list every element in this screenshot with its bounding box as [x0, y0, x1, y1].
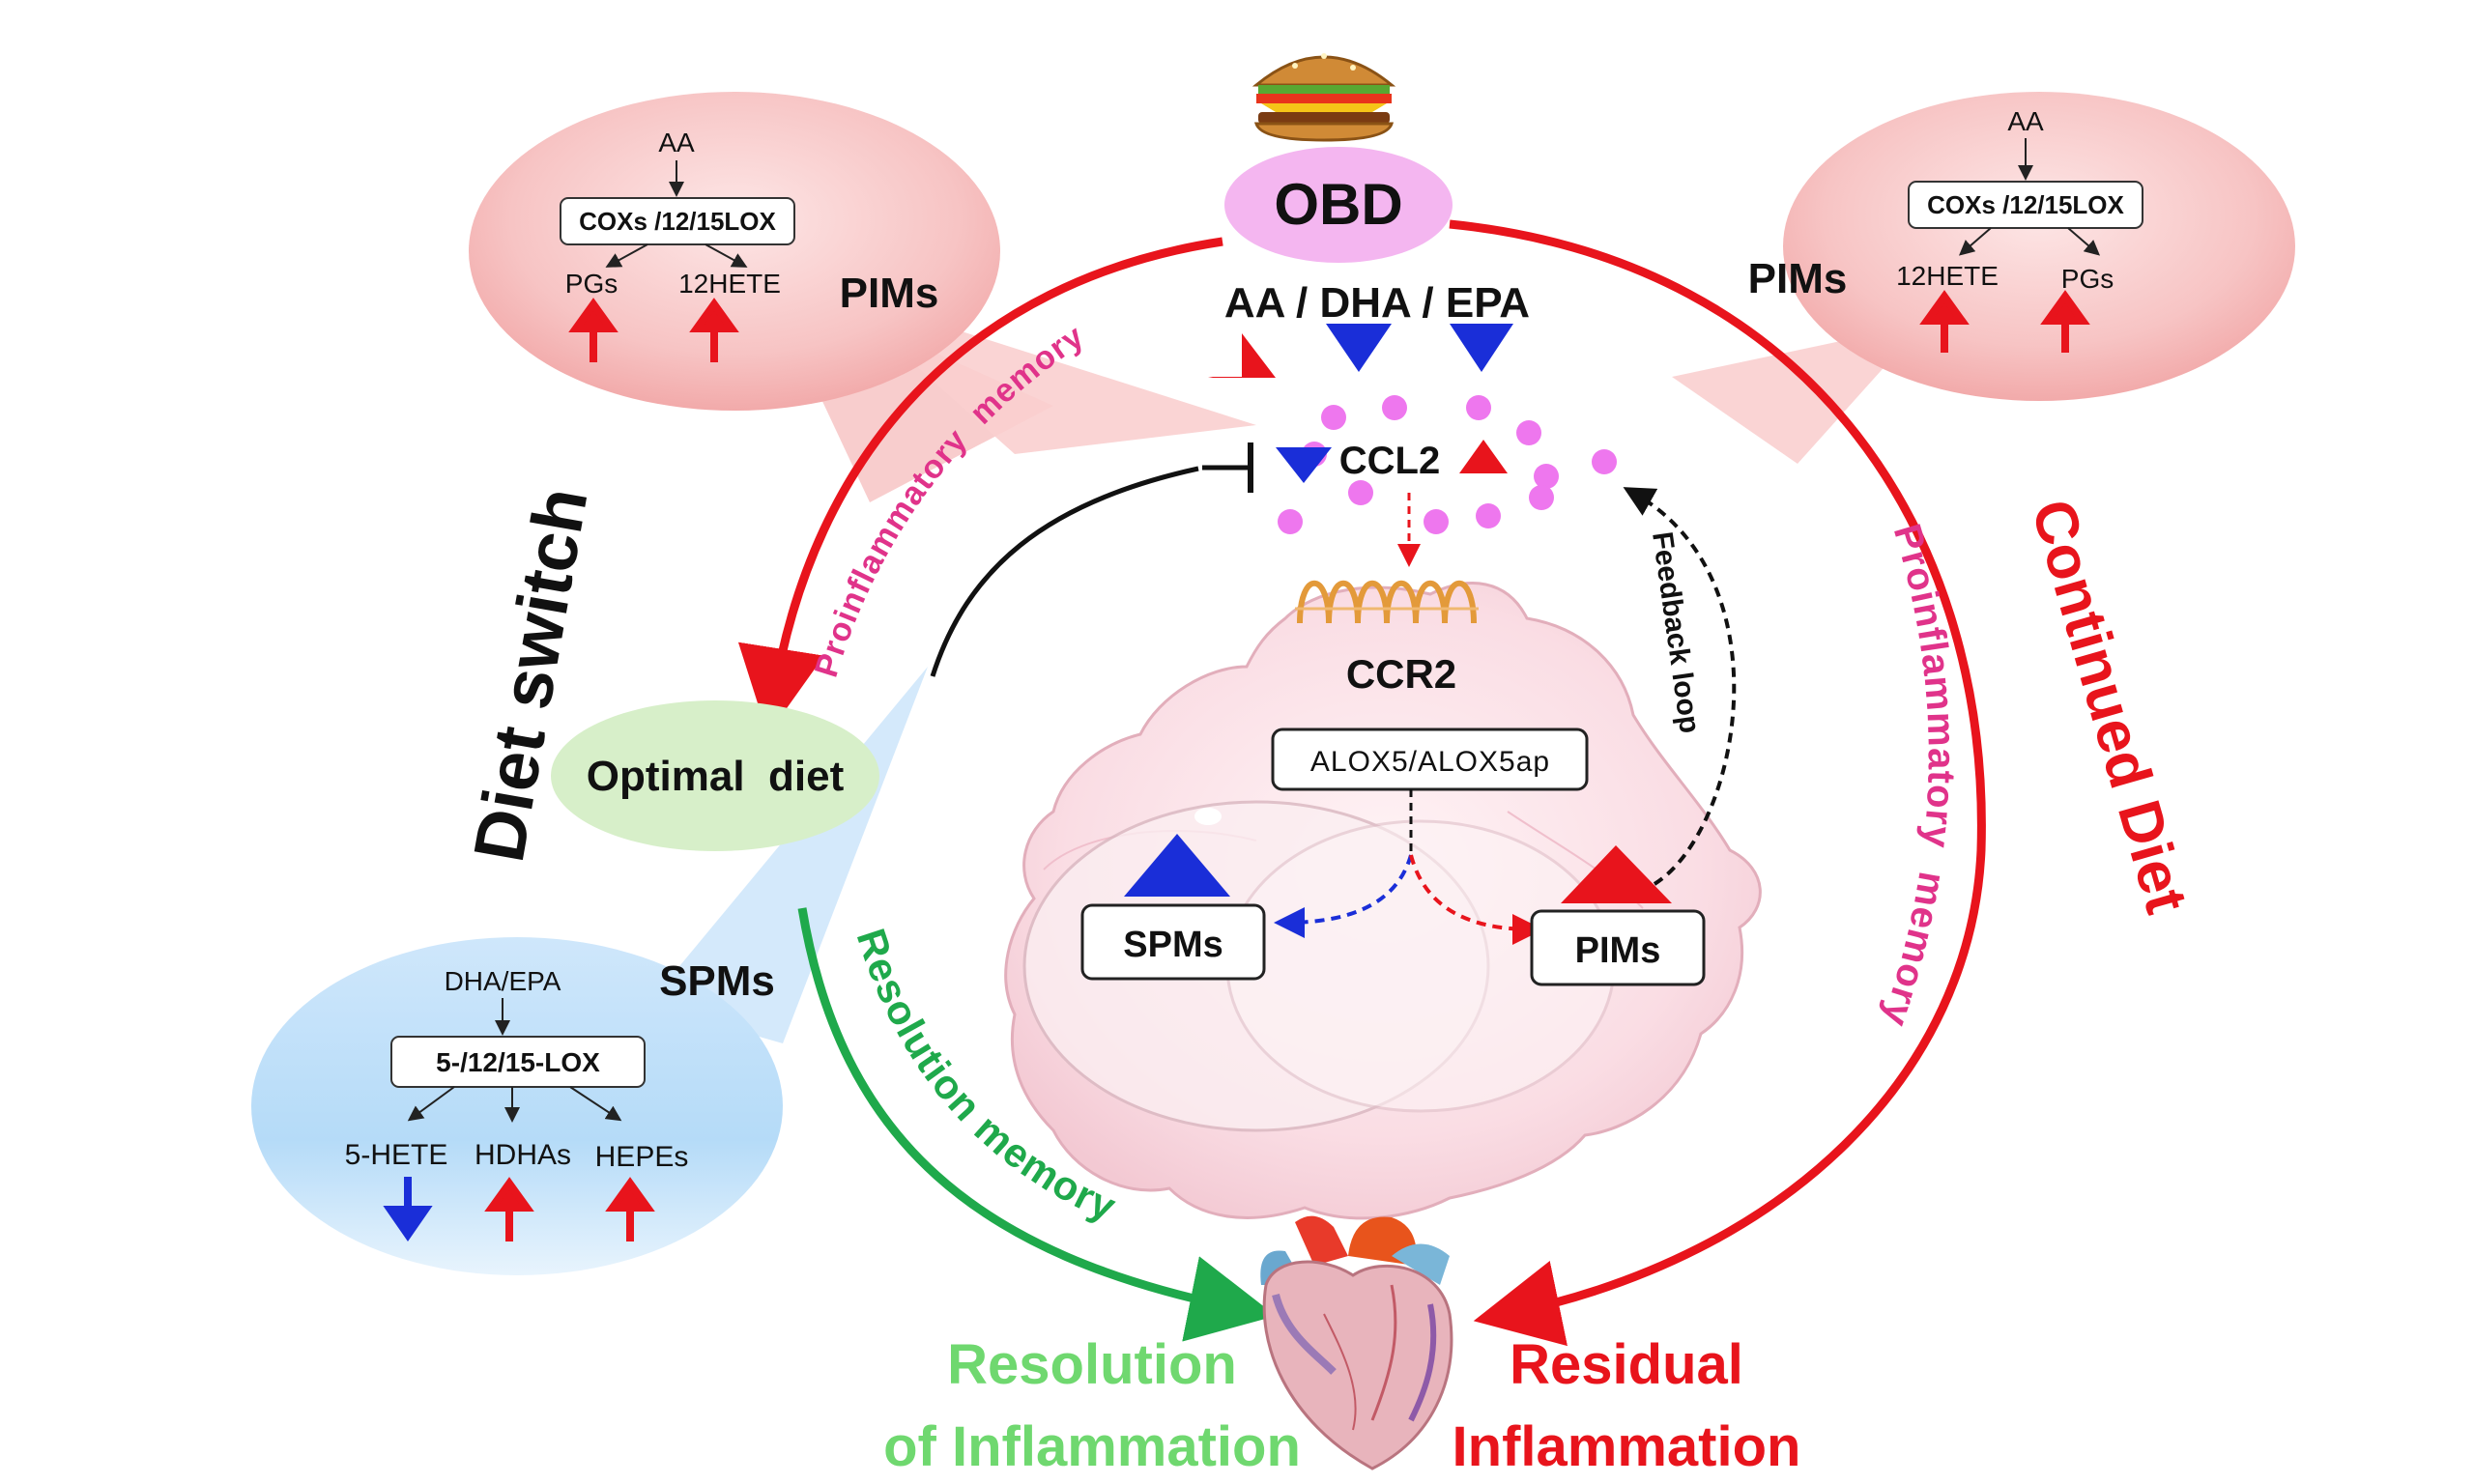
left-bubble-up-arrow-2 — [689, 298, 739, 362]
pims-box — [1530, 909, 1706, 986]
aa-up-triangle — [1208, 333, 1276, 378]
right-bubble-content: AA COXs /12/15LOX 12HETE PGs — [1896, 106, 2143, 353]
continued-diet-label: Continued Diet — [2019, 493, 2201, 921]
left-bubble-up-arrow-1 — [568, 298, 618, 362]
inhibition-line — [930, 442, 1253, 677]
left-proinflammatory-arrow — [737, 237, 1223, 735]
right-bubble-enzyme-box — [1908, 181, 2143, 229]
residual-label-line1: Residual — [1510, 1333, 1743, 1396]
pro-memory-right-text: Proinflammatory memory — [1874, 520, 1963, 1033]
resolution-label-line1: Resolution — [947, 1333, 1237, 1396]
left-bubble-substrate: AA — [658, 128, 695, 157]
right-bubble-up-arrow-1 — [1919, 290, 1970, 353]
spm-down-arrow — [383, 1177, 433, 1242]
dha-down-triangle — [1326, 324, 1392, 372]
right-bubble-substrate: AA — [2007, 106, 2044, 136]
spm-bubble-enzyme: 5-/12/15-LOX — [436, 1047, 600, 1077]
left-pims-label: PIMs — [840, 270, 939, 317]
pims-up-triangle — [1561, 845, 1672, 903]
alox-box — [1271, 728, 1589, 791]
optimal-diet-oval — [551, 700, 879, 851]
right-bubble-product-2: PGs — [2061, 264, 2114, 294]
right-bubble-product-1: 12HETE — [1896, 261, 1999, 291]
resolution-label-line2: of Inflammation — [883, 1415, 1301, 1478]
ccl2-label: CCL2 — [1339, 440, 1440, 482]
left-bubble-enzyme-box — [560, 197, 795, 245]
residual-label-line2: Inflammation — [1453, 1415, 1801, 1478]
ccl2-dots — [1278, 395, 1617, 534]
pims-box-label: PIMs — [1575, 930, 1661, 971]
spm-up-arrow-1 — [484, 1177, 534, 1241]
epa-down-triangle — [1450, 324, 1513, 372]
alox-to-spms-arrow — [1274, 854, 1413, 938]
spm-bubble-product-1: 5-HETE — [345, 1139, 448, 1171]
spm-up-arrow-2 — [605, 1177, 655, 1241]
ccl2-up-triangle — [1459, 440, 1508, 473]
left-bubble-enzyme: COXs /12/15LOX — [579, 207, 776, 236]
left-bubble-content: AA COXs /12/15LOX PGs 12HETE — [560, 128, 795, 362]
spms-box-label: SPMs — [1123, 925, 1223, 965]
lipids-label: AA / DHA / EPA — [1224, 279, 1530, 327]
spms-up-triangle — [1124, 834, 1230, 897]
continued-diet-arrow — [1449, 219, 1986, 1347]
burger-icon — [1251, 53, 1396, 142]
ccl2-down-triangle — [1276, 447, 1332, 483]
spm-bubble-enzyme-box — [390, 1036, 646, 1088]
obd-oval — [1224, 147, 1453, 263]
right-pims-label: PIMs — [1748, 255, 1848, 302]
alox-label: ALOX5/ALOX5ap — [1310, 746, 1550, 778]
optimal-diet-label: Optimal diet — [587, 753, 845, 800]
feedback-loop-arrow — [1623, 487, 1737, 886]
spm-bubble-substrate: DHA/EPA — [445, 966, 561, 996]
spm-bubble-label: SPMs — [659, 957, 775, 1005]
left-bubble-product-2: 12HETE — [678, 269, 781, 299]
spms-box — [1080, 903, 1266, 981]
spm-bubble-content: DHA/EPA 5-/12/15-LOX 5-HETE HDHAs HEPEs — [345, 966, 689, 1242]
alox-to-pims-arrow — [1409, 854, 1543, 945]
right-bubble-up-arrow-2 — [2040, 290, 2090, 353]
spm-bubble-product-2: HDHAs — [475, 1139, 571, 1171]
obd-label: OBD — [1274, 172, 1402, 237]
feedback-loop-label: Feedback loop — [1646, 529, 1706, 735]
left-bubble-product-1: PGs — [565, 269, 618, 299]
right-bubble-enzyme: COXs /12/15LOX — [1927, 190, 2124, 219]
spm-bubble-product-3: HEPEs — [595, 1141, 689, 1173]
ccr2-label: CCR2 — [1346, 651, 1456, 697]
resolution-memory-arrow — [797, 907, 1277, 1342]
right-pims-bubble — [1672, 92, 2295, 464]
pro-memory-right-label: Proinflammatory memory — [1874, 520, 1963, 1033]
heart-icon — [1260, 1215, 1453, 1470]
ccr2-receptor — [1295, 580, 1479, 624]
